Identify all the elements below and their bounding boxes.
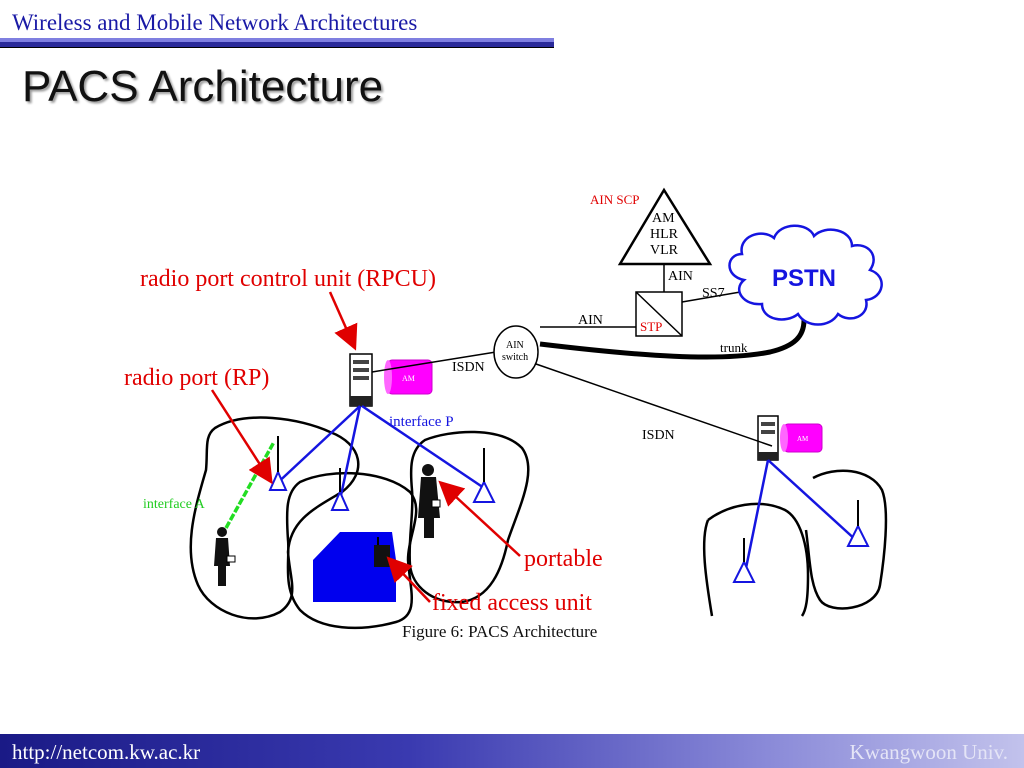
isdn-label-right: ISDN [642, 428, 675, 443]
am-drum-left [384, 359, 433, 395]
figure-caption: Figure 6: PACS Architecture [402, 622, 597, 641]
arrow-rpcu [328, 291, 358, 351]
pstn-label: PSTN [772, 265, 836, 292]
callout-rp: radio port (RP) [124, 365, 269, 391]
footer-org-name: Kwangwoon Univ. [849, 740, 1008, 764]
isdn-label-left: ISDN [452, 360, 485, 375]
interface-a-label: interface A [143, 497, 206, 512]
arrow-fixed-access-unit [386, 556, 431, 603]
stp-label: STP [640, 319, 662, 334]
interface-a-link [224, 441, 276, 529]
am-label-right: AM [797, 435, 809, 443]
cell-left [189, 416, 360, 620]
ain-switch-label-1: AIN [506, 340, 524, 351]
footer-url-link[interactable]: http://netcom.kw.ac.kr [12, 740, 201, 764]
cell-far-left-edge [702, 519, 714, 617]
scp-vlr-label: VLR [650, 243, 679, 258]
course-title: Wireless and Mobile Network Architecture… [12, 10, 418, 35]
cell-far-left [707, 502, 810, 617]
radio-port-antennas [268, 436, 870, 583]
rpcu-server-right [757, 415, 779, 461]
fixed-access-unit-box [374, 545, 390, 567]
ss7-label: SS7 [702, 286, 725, 301]
ain-switch-label-2: switch [502, 352, 528, 363]
scp-hlr-label: HLR [650, 227, 679, 242]
am-label-left: AM [402, 374, 415, 383]
am-drum-right [780, 423, 823, 453]
callout-rpcu: radio port control unit (RPCU) [140, 266, 436, 292]
ain-switch [493, 325, 539, 379]
ain-label-top: AIN [668, 269, 693, 284]
interface-p-label: interface P [389, 414, 454, 430]
callout-fixed-access-unit: fixed access unit [432, 590, 592, 616]
rpcu-to-rp-links [271, 404, 859, 579]
ain-scp-label: AIN SCP [590, 192, 640, 207]
pstn-cloud [728, 224, 883, 326]
cell-center [285, 471, 418, 630]
person-icon-right [418, 464, 441, 538]
footer-bar: http://netcom.kw.ac.kr Kwangwoon Univ. [0, 734, 1024, 768]
ain-label-left: AIN [578, 313, 603, 328]
cell-far-right [804, 469, 888, 610]
person-icon-left [214, 527, 236, 586]
arrow-portable [438, 480, 521, 557]
ain-scp-triangle [617, 187, 713, 266]
rpcu-server-left [349, 353, 373, 407]
arrow-rp [210, 389, 273, 485]
scp-am-label: AM [652, 211, 675, 226]
pacs-architecture-diagram: AM AM [124, 187, 888, 641]
cell-right [408, 430, 530, 604]
trunk-label: trunk [720, 340, 748, 355]
callout-portable: portable [524, 546, 603, 572]
trunk-line [539, 319, 807, 360]
slide-title: PACS Architecture [22, 62, 384, 111]
title-underline-bar [0, 38, 554, 48]
